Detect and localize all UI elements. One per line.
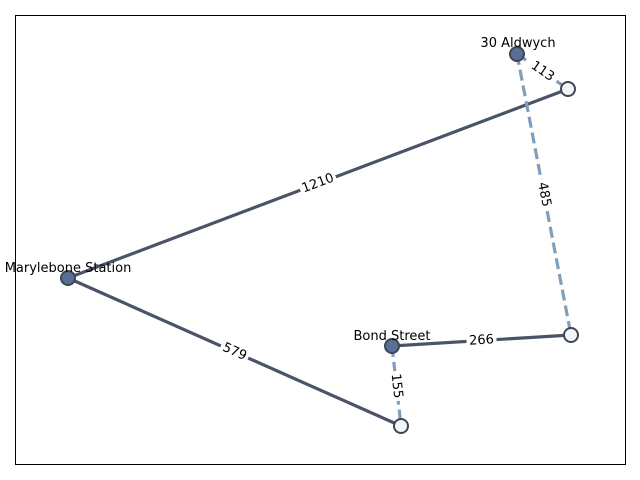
edge-weight-text: 155 <box>388 373 406 399</box>
node-layer <box>60 46 579 434</box>
edge-layer <box>67 52 573 428</box>
graph-node-n_south <box>393 418 409 434</box>
edge-weight-text: 266 <box>469 332 495 348</box>
edge-weight-label: 485 <box>532 178 556 211</box>
edge-label-background <box>532 178 556 211</box>
node-label: 30 Aldwych <box>480 36 555 51</box>
edge-weight-text: 485 <box>534 181 553 208</box>
plot-frame <box>15 15 626 465</box>
graph-node-n_bond <box>384 338 400 354</box>
graph-node-n_ne <box>560 81 576 97</box>
edge-label-background <box>217 337 252 367</box>
graph-node-n_east <box>563 327 579 343</box>
edge-label-background <box>297 168 339 199</box>
edge-label-background <box>525 55 560 88</box>
graph-node-n_marylebone <box>60 270 76 286</box>
edge-label-background <box>385 370 408 402</box>
edge-label-layer: 1210 579 266 155 113 485 <box>217 55 560 402</box>
edge-label-background <box>465 330 498 351</box>
edge-weight-label: 1210 <box>297 168 339 199</box>
node-label: Marylebone Station <box>5 261 132 276</box>
edge-weight-label: 266 <box>465 330 498 351</box>
edge-weight-label: 155 <box>385 370 408 402</box>
edge-n_aldwych-n_ne <box>516 52 569 91</box>
node-label: Bond Street <box>354 329 431 344</box>
graph-node-n_aldwych <box>509 46 525 62</box>
edge-weight-label: 579 <box>217 337 252 367</box>
edge-weight-label: 113 <box>525 55 560 88</box>
